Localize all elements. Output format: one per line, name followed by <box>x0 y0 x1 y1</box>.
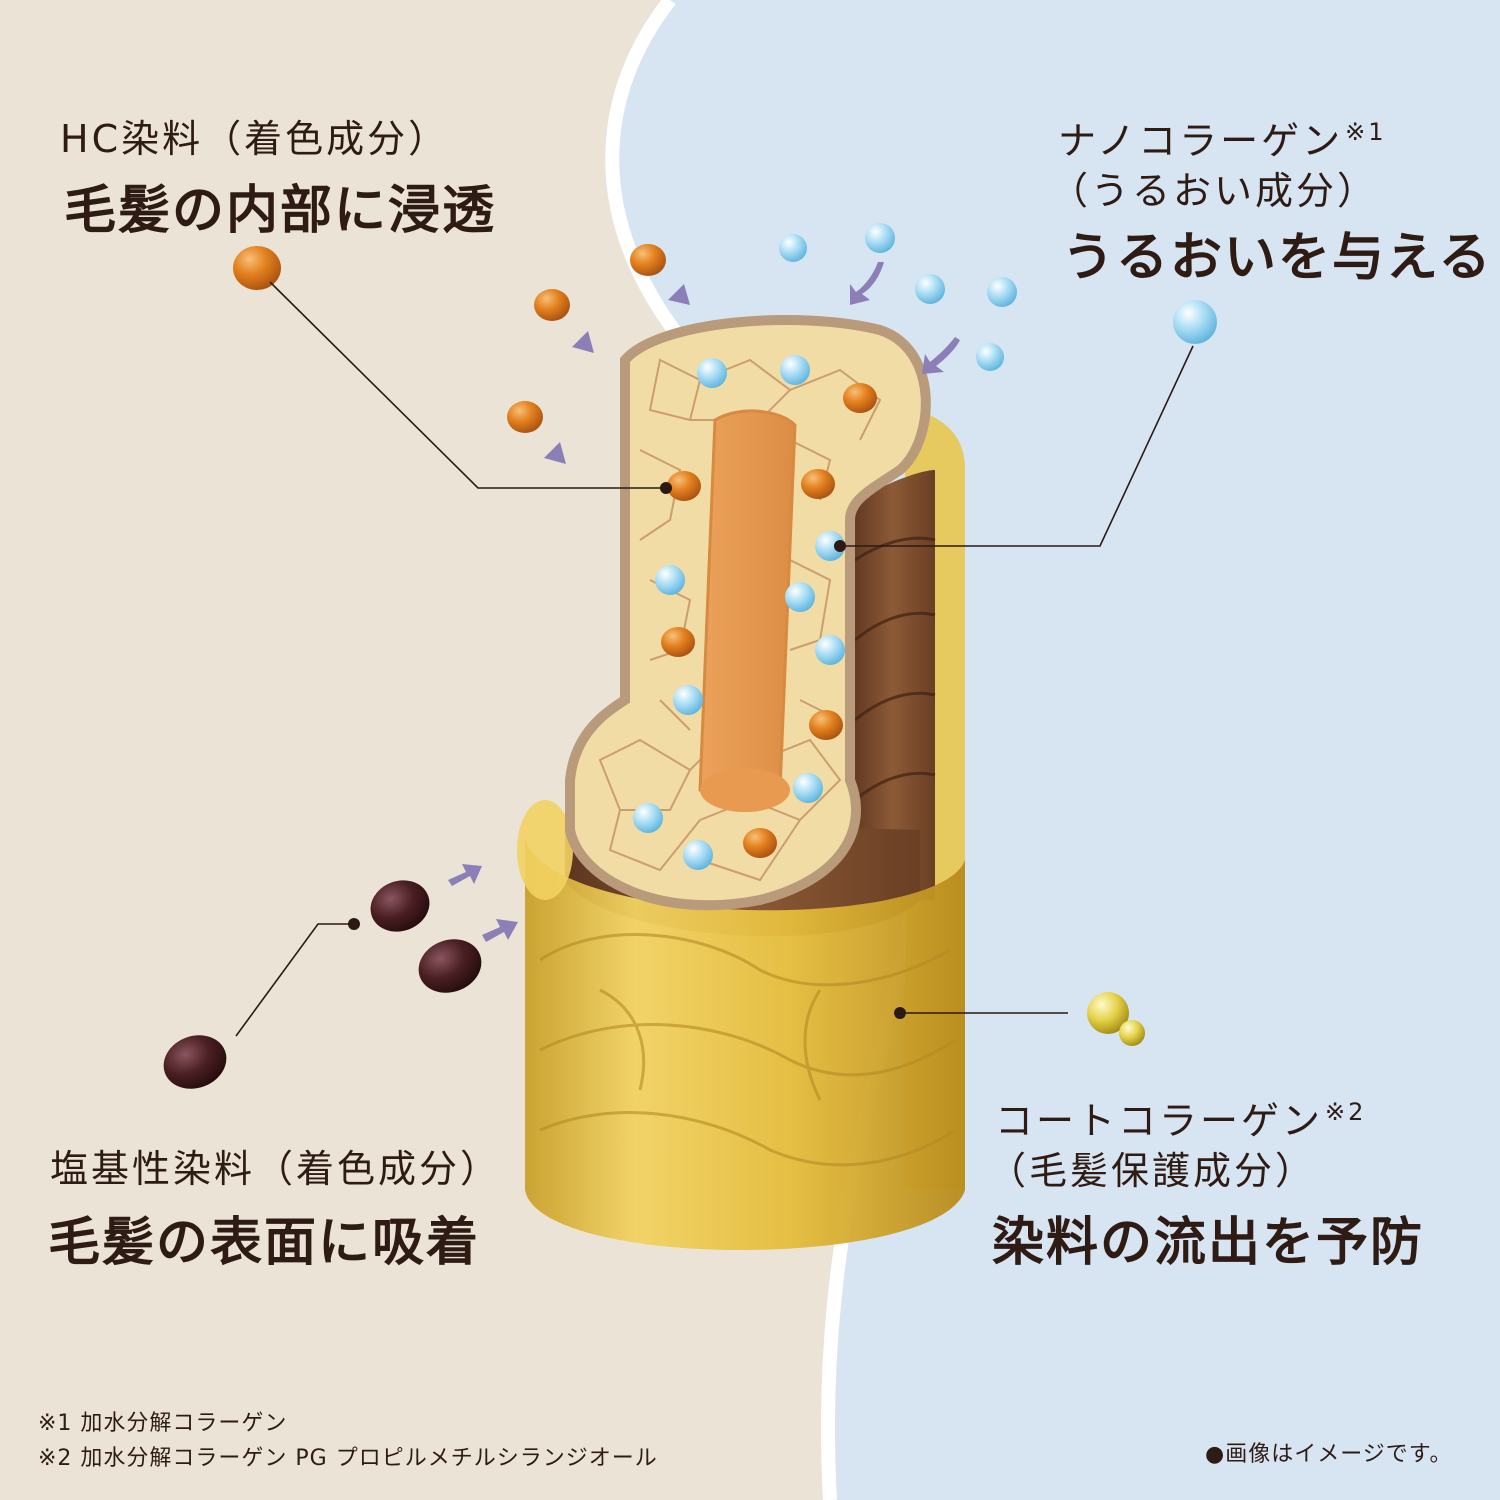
collagen-particle <box>633 803 663 833</box>
hc-dye-title: HC染料（着色成分） <box>60 117 450 161</box>
collagen-particle <box>793 773 823 803</box>
hc-dye-incoming <box>233 244 666 433</box>
medulla <box>698 409 797 803</box>
basic-dye-particles <box>163 880 482 1089</box>
coat-collagen-subtitle: （毛髪保護成分） <box>988 1149 1317 1193</box>
inner-particles <box>633 355 877 870</box>
leader-lines <box>235 281 1194 1037</box>
nano-collagen-incoming <box>779 223 1217 371</box>
collagen-particle <box>673 685 703 715</box>
nano-collagen-headline: うるおいを与える <box>1062 228 1493 288</box>
hc-dye-particle <box>667 471 701 501</box>
coat-collagen-title: コートコラーゲン <box>995 1099 1324 1143</box>
coat-scales <box>539 933 956 1167</box>
coat-collagen-headline: 染料の流出を予防 <box>992 1213 1425 1273</box>
coat-rim <box>517 800 573 900</box>
basic-dye-headline: 毛髪の表面に吸着 <box>48 1213 481 1273</box>
footnote-1: ※1 加水分解コラーゲン <box>38 1411 288 1436</box>
collagen-particle <box>655 565 685 595</box>
nano-collagen-subtitle: （うるおい成分） <box>1050 169 1379 213</box>
coat-collagen-particles <box>1087 992 1145 1046</box>
collagen-particle <box>815 635 845 665</box>
collagen-particle <box>815 531 845 561</box>
hc-dye-particle <box>843 383 877 413</box>
footnote-2: ※2 加水分解コラーゲン PG プロピルメチルシランジオール <box>38 1446 658 1471</box>
collagen-particle <box>785 582 815 612</box>
image-disclaimer: ●画像はイメージです。 <box>1205 1442 1453 1467</box>
collagen-particle <box>780 355 810 385</box>
basic-dye-title: 塩基性染料（着色成分） <box>50 1147 502 1191</box>
nano-collagen-mark: ※1 <box>1345 118 1387 147</box>
hc-dye-particle <box>801 469 835 499</box>
coat-collagen-mark: ※2 <box>1325 1098 1367 1127</box>
hc-dye-particle <box>809 710 843 740</box>
cuticle-scales <box>854 536 936 802</box>
hc-dye-particle <box>661 627 695 657</box>
collagen-particle <box>683 840 713 870</box>
nano-collagen-title: ナノコラーゲン <box>1058 119 1344 163</box>
cuticle-shell <box>850 470 935 900</box>
hc-dye-particle <box>743 828 777 858</box>
nano-collagen-title-row: ナノコラーゲン※1 <box>1058 110 1387 165</box>
collagen-particle <box>697 358 727 388</box>
hc-dye-headline: 毛髪の内部に浸透 <box>64 181 497 241</box>
coat-collagen-title-row: コートコラーゲン※2 <box>995 1090 1366 1145</box>
entry-arrows <box>448 262 960 942</box>
coat-cylinder <box>525 840 965 1250</box>
